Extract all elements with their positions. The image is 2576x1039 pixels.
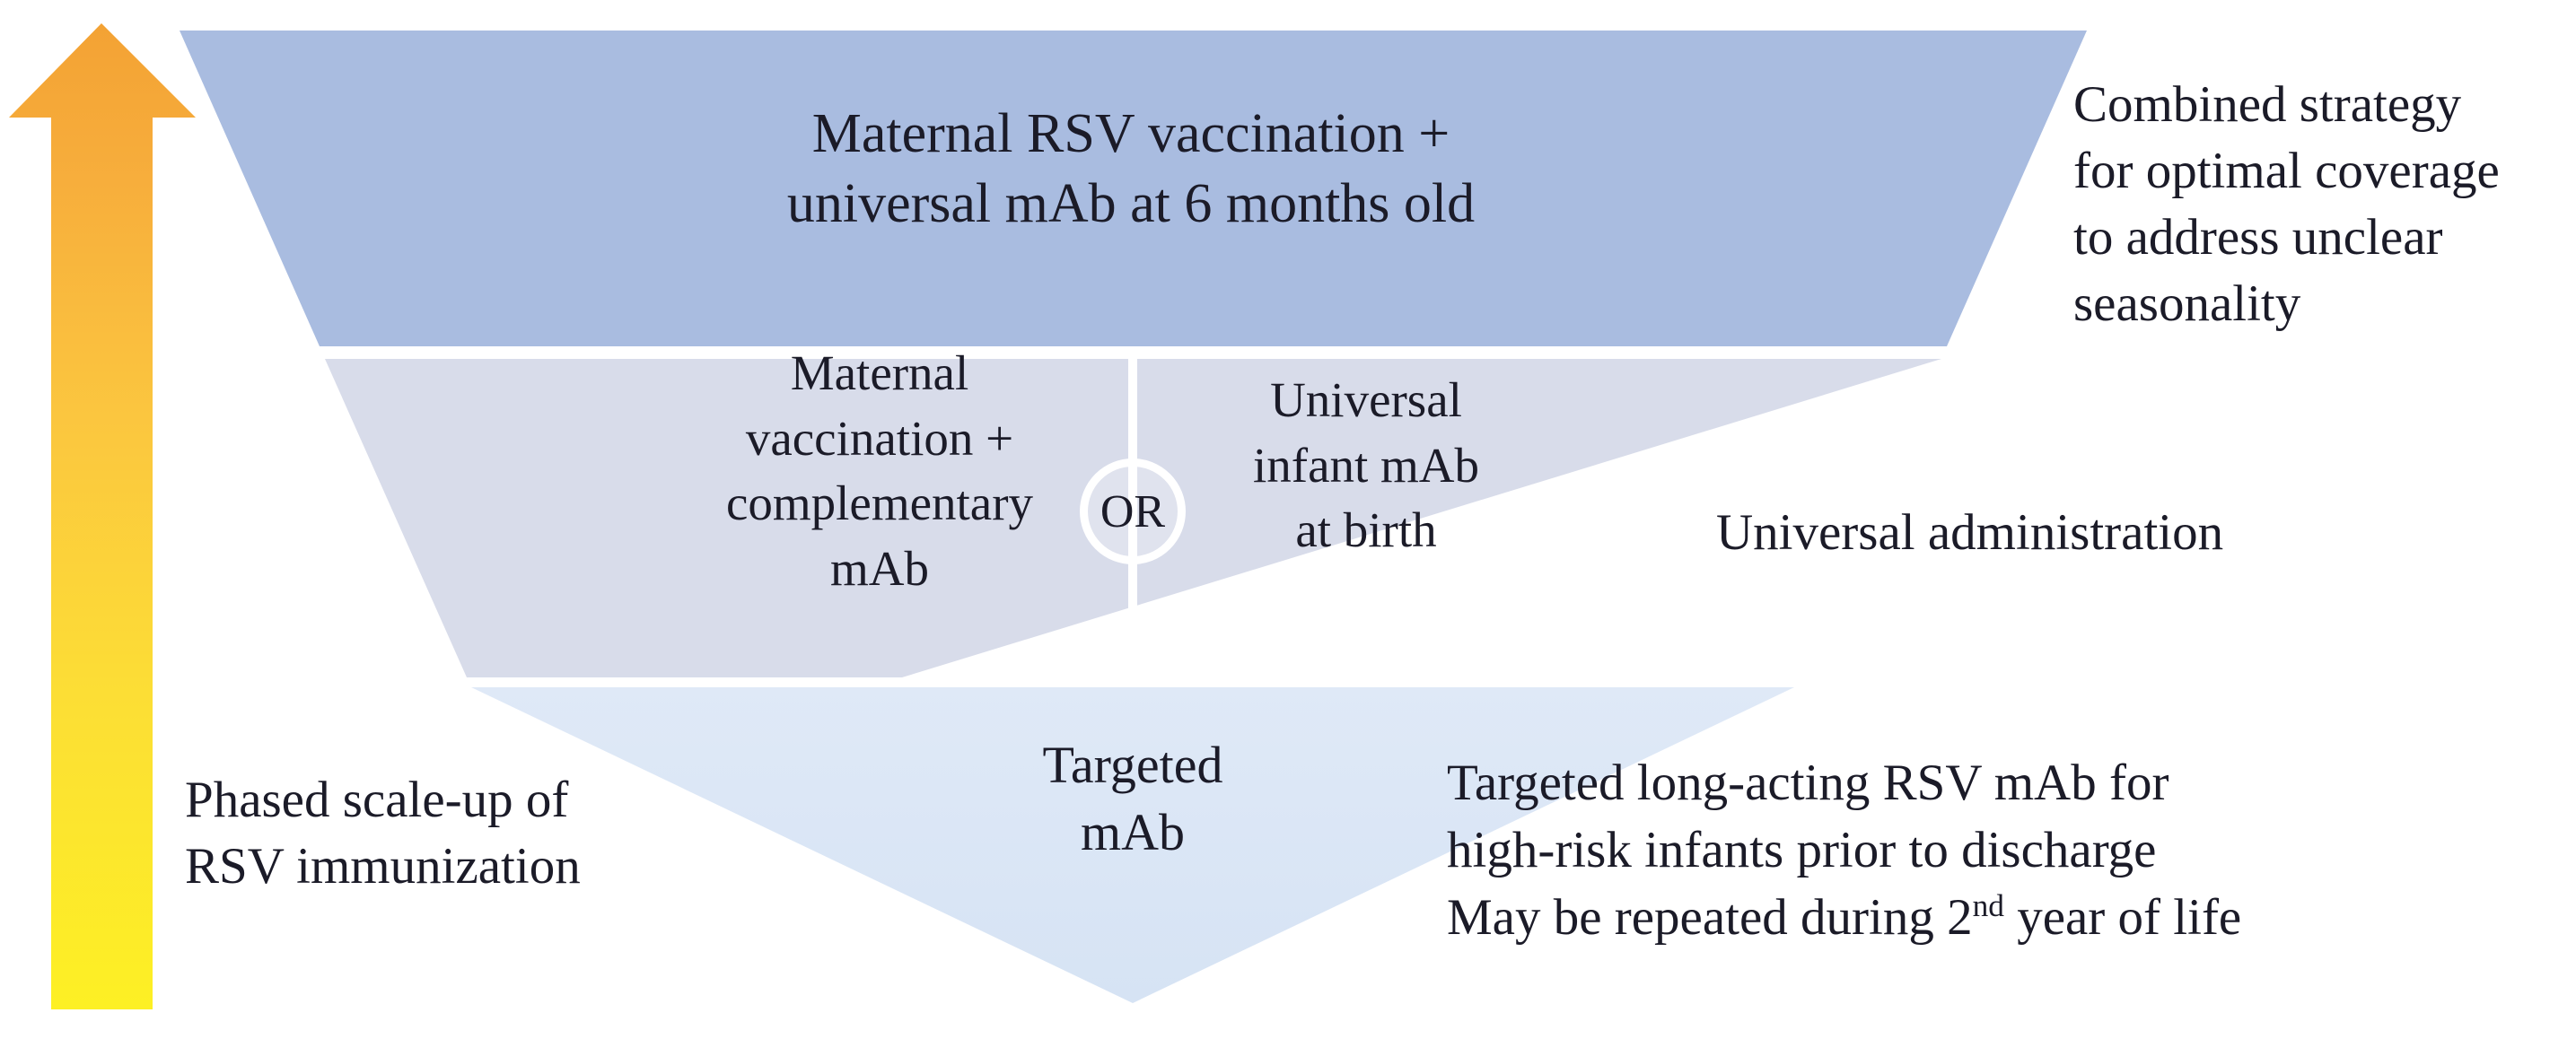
arrow-container xyxy=(0,0,215,1035)
band-2-left-label: Maternal vaccination + complementary mAb xyxy=(725,345,1034,596)
band-2-right-label: Universal infant mAb at birth xyxy=(1252,372,1480,558)
combined-strategy-note: Combined strategy for optimal coverage t… xyxy=(2073,76,2500,333)
band-1-shape xyxy=(180,31,2087,346)
band-3-shape xyxy=(471,687,1794,1003)
or-connector-badge: OR xyxy=(1080,458,1186,564)
upward-growth-arrow-icon xyxy=(9,23,196,1009)
or-connector-label: OR xyxy=(1100,485,1166,537)
targeted-mab-note: Targeted long-acting RSV mAb for high-ri… xyxy=(1447,749,2488,952)
band-3-label: Targeted mAb xyxy=(1042,736,1223,862)
ordinal-superscript: nd xyxy=(1972,888,2004,924)
universal-administration-note: Universal administration xyxy=(1716,504,2224,561)
band-1-label: Maternal RSV vaccination + universal mAb… xyxy=(786,103,1476,235)
phased-scale-up-note: Phased scale-up of RSV immunization xyxy=(185,772,581,895)
targeted-mab-note-line3: May be repeated during 2nd year of life xyxy=(1447,888,2242,947)
